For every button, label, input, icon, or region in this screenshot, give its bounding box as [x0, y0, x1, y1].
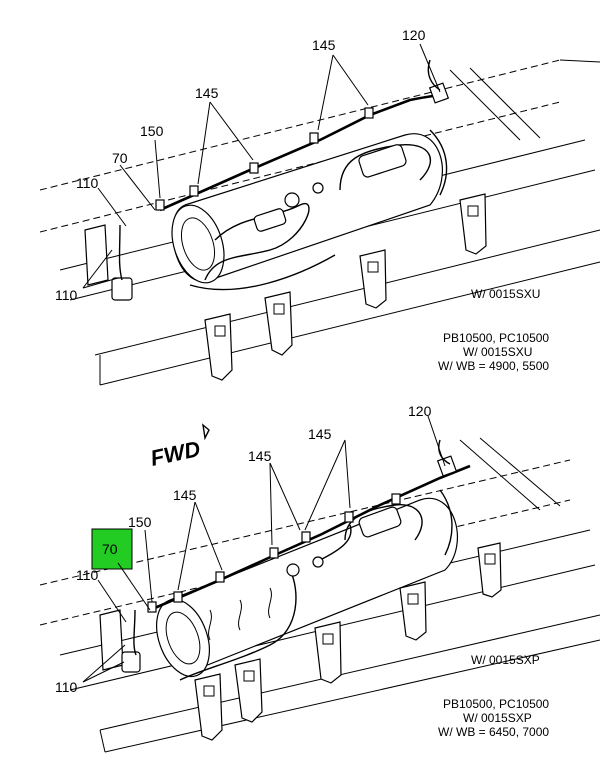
lower-brackets [194, 542, 502, 741]
upper-callout-145-right: 145 [312, 37, 336, 53]
upper-notes: PB10500, PC10500 W/ 0015SXU W/ WB = 4900… [438, 331, 549, 373]
lower-notes: PB10500, PC10500 W/ 0015SXP W/ WB = 6450… [438, 697, 549, 739]
lower-clips [147, 493, 401, 613]
lower-callout-120: 120 [408, 403, 432, 419]
highlight-box-70 [91, 528, 133, 570]
lower-view: 120 145 145 145 150 70 110 110 W/ 0015SX… [39, 403, 601, 753]
upper-note-wheelbase: W/ WB = 4900, 5500 [438, 359, 549, 373]
upper-left-bracket [84, 224, 133, 301]
upper-note-option: W/ 0015SXU [463, 345, 532, 359]
lower-air-tank [156, 497, 459, 678]
lower-end-component [436, 439, 458, 477]
fwd-label: FWD [148, 436, 202, 471]
lower-variant-label: W/ 0015SXP [471, 653, 540, 667]
upper-callout-145-left: 145 [195, 85, 219, 101]
upper-note-models: PB10500, PC10500 [443, 331, 549, 345]
lower-note-wheelbase: W/ WB = 6450, 7000 [438, 725, 549, 739]
lower-callout-70[interactable]: 70 [102, 541, 118, 557]
upper-variant-label: W/ 0015SXU [471, 287, 540, 301]
upper-clips [155, 107, 374, 211]
lower-callout-145-middle: 145 [248, 448, 272, 464]
upper-callout-150: 150 [140, 123, 164, 139]
upper-view: 120 145 145 150 70 110 110 W/ 0015SXU PB… [39, 27, 601, 386]
lower-callout-110-bottom: 110 [55, 679, 78, 695]
upper-end-component [427, 59, 450, 104]
upper-hoses [189, 129, 448, 291]
lower-callout-145-right: 145 [308, 426, 332, 442]
fwd-arrow-icon [202, 423, 210, 441]
upper-callout-110-bottom: 110 [55, 287, 78, 303]
lower-hoses [179, 489, 453, 681]
lower-leader-lines [82, 415, 446, 683]
lower-note-option: W/ 0015SXP [463, 711, 532, 725]
lower-callout-110-top: 110 [76, 567, 99, 583]
lower-note-models: PB10500, PC10500 [443, 697, 549, 711]
lower-left-bracket [99, 609, 141, 673]
upper-brackets [204, 193, 487, 381]
lower-callout-150: 150 [128, 514, 152, 530]
upper-callout-120: 120 [402, 27, 426, 43]
forward-indicator: FWD [148, 423, 210, 471]
upper-callouts: 120 145 145 150 70 110 110 [55, 27, 426, 303]
lower-callout-145-left: 145 [173, 487, 197, 503]
lower-callouts: 120 145 145 145 150 70 110 110 [55, 403, 432, 695]
upper-callout-110-top: 110 [76, 175, 99, 191]
upper-callout-70: 70 [112, 150, 128, 166]
upper-leader-lines [82, 43, 441, 289]
